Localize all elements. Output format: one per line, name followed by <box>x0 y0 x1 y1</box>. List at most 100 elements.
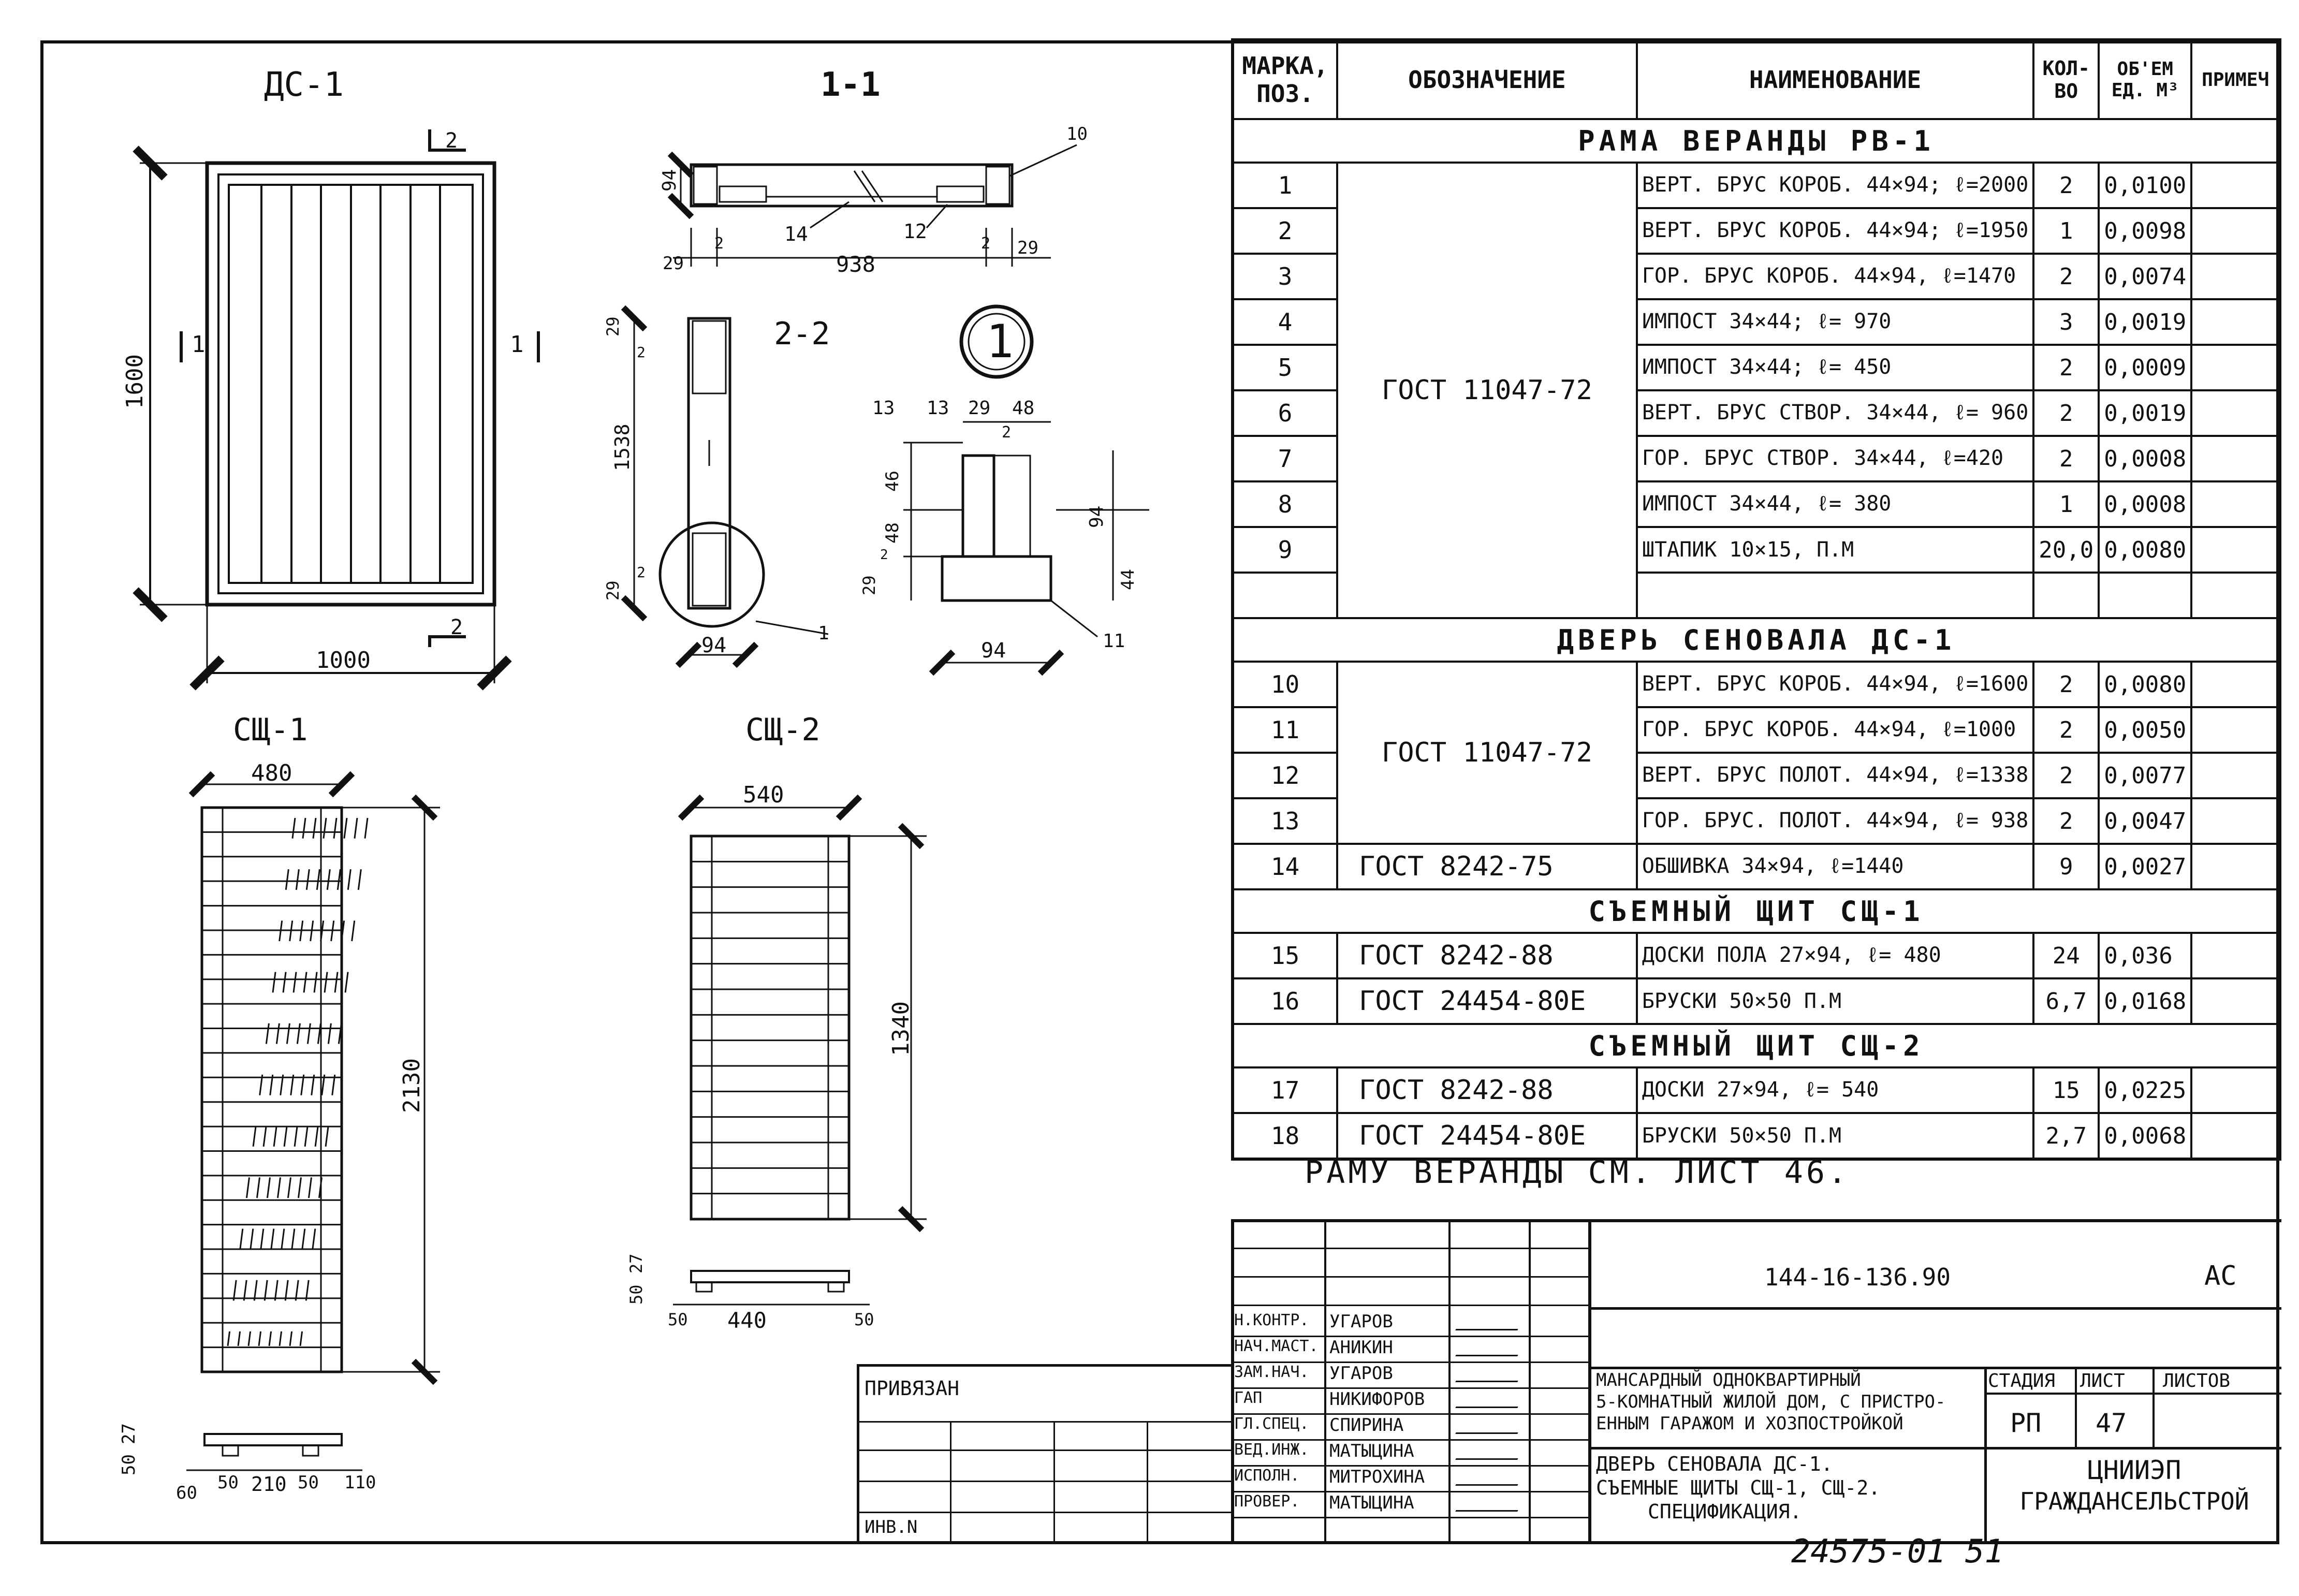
signature <box>1455 1471 1525 1486</box>
sch1-elevation <box>186 771 440 1471</box>
cell-note <box>2190 706 2281 754</box>
dim-s22-1538: 1538 <box>611 423 634 471</box>
cell-volume: 0,0168 <box>2098 977 2193 1025</box>
person-role: НАЧ.МАСТ. <box>1234 1337 1319 1355</box>
cell-name: ИМПОСТ 34×44; ℓ= 450 <box>1635 344 2035 391</box>
sch2-title: СЩ-2 <box>745 712 821 748</box>
dim-sch1-27: 27 <box>119 1423 139 1444</box>
cut-mark-1-right: 1 <box>510 331 524 358</box>
sheet-title-line: СПЕЦИФИКАЦИЯ. <box>1648 1500 1802 1523</box>
cell-pos: 5 <box>1231 344 1339 391</box>
sheet-title-line: СЪЕМНЫЕ ЩИТЫ СЩ-1, СЩ-2. <box>1596 1476 1881 1499</box>
label-pos-10: 10 <box>1066 124 1088 144</box>
label-pos-13a: 13 <box>872 398 895 419</box>
dim-sch2-440: 440 <box>727 1308 767 1333</box>
dim-sch2-540: 540 <box>743 782 784 808</box>
cell-designation: ГОСТ 8242-88 <box>1336 1066 1638 1114</box>
dim-d-2: 2 <box>1002 423 1011 442</box>
cell-pos: 12 <box>1231 752 1339 799</box>
cell-pos: 18 <box>1231 1112 1339 1160</box>
header-pos: МАРКА, ПОЗ. <box>1231 39 1339 120</box>
table-row <box>1231 572 2281 619</box>
dim-s22-29b: 29 <box>603 580 623 601</box>
cell-volume: 0,0050 <box>2098 706 2193 754</box>
dim-d-2b: 2 <box>880 547 888 563</box>
cell-note <box>2190 1112 2281 1160</box>
sheet-label: ЛИСТ <box>2080 1370 2125 1392</box>
cell-qty: 15 <box>2032 1066 2100 1114</box>
project-line: ЕННЫМ ГАРАЖОМ И ХОЗПОСТРОЙКОЙ <box>1596 1413 1903 1434</box>
cell-volume: 0,0068 <box>2098 1112 2193 1160</box>
sheet-title-line: ДВЕРЬ СЕНОВАЛА ДС-1. <box>1596 1453 1833 1475</box>
cell-volume: 0,0077 <box>2098 752 2193 799</box>
header-qty: КОЛ-ВО <box>2032 39 2100 120</box>
hatch-line <box>227 817 296 1346</box>
signature <box>1455 1419 1525 1434</box>
dim-sch1-110: 110 <box>344 1472 376 1493</box>
cell-volume: 0,0100 <box>2098 162 2193 209</box>
cell-pos: 16 <box>1231 977 1339 1025</box>
dim-sch2-27: 27 <box>626 1253 646 1273</box>
dim-d-94a: 94 <box>981 639 1006 663</box>
cell-volume: 0,0047 <box>2098 797 2193 845</box>
hatch-line <box>299 817 369 1346</box>
cell-note <box>2190 480 2281 528</box>
inventory-label: ИНВ.N <box>865 1517 918 1538</box>
cell-name: БРУСКИ 50×50 П.М <box>1635 977 2035 1025</box>
project-line: МАНСАРДНЫЙ ОДНОКВАРТИРНЫЙ <box>1596 1370 1861 1390</box>
person-role: ИСПОЛН. <box>1234 1467 1300 1485</box>
person-name: МИТРОХИНА <box>1329 1467 1425 1487</box>
binding-label: ПРИВЯЗАН <box>865 1377 960 1400</box>
person-name: УГАРОВ <box>1329 1311 1393 1332</box>
cell-volume: 0,0008 <box>2098 480 2193 528</box>
cell-name: ВЕРТ. БРУС КОРОБ. 44×94, ℓ=1600 <box>1635 661 2035 708</box>
cell-name: ГОР. БРУС СТВОР. 34×44, ℓ=420 <box>1635 435 2035 482</box>
cell-designation: ГОСТ 11047-72 <box>1336 661 1638 845</box>
person-name: СПИРИНА <box>1329 1415 1404 1436</box>
signature <box>1455 1445 1525 1460</box>
cell-name: ВЕРТ. БРУС КОРОБ. 44×94; ℓ=2000 <box>1635 162 2035 209</box>
cell-designation: ГОСТ 8242-75 <box>1336 843 1638 890</box>
cell-name: ДОСКИ ПОЛА 27×94, ℓ= 480 <box>1635 932 2035 979</box>
person-role: ПРОВЕР. <box>1234 1492 1300 1511</box>
cell-volume: 0,0074 <box>2098 253 2193 300</box>
hatch-line <box>289 817 358 1346</box>
stage-value: РП <box>2010 1408 2042 1438</box>
cell-name: БРУСКИ 50×50 П.М <box>1635 1112 2035 1160</box>
cell-volume: 0,0098 <box>2098 207 2193 255</box>
cell-qty: 2 <box>2032 435 2100 482</box>
person-name: МАТЫЦИНА <box>1329 1441 1414 1461</box>
org-line: ГРАЖДАНСЕЛЬСТРОЙ <box>2019 1487 2249 1515</box>
cell-designation: ГОСТ 24454-80Е <box>1336 977 1638 1025</box>
reference-note: РАМУ ВЕРАНДЫ СМ. ЛИСТ 46. <box>1305 1154 1850 1191</box>
label-pos-14: 14 <box>784 223 808 245</box>
sch2-elevation <box>673 794 927 1306</box>
cell-name: ИМПОСТ 34×44, ℓ= 380 <box>1635 480 2035 528</box>
cell-qty: 1 <box>2032 480 2100 528</box>
person-role: ЗАМ.НАЧ. <box>1234 1363 1309 1381</box>
cell-qty: 2 <box>2032 797 2100 845</box>
cell-volume: 0,0225 <box>2098 1066 2193 1114</box>
person-role: ВЕД.ИНЖ. <box>1234 1441 1309 1459</box>
header-note: ПРИМЕЧ <box>2190 39 2281 120</box>
dim-d-48a: 48 <box>1012 398 1034 419</box>
dim-s11-2b: 2 <box>981 235 990 253</box>
cell-pos: 11 <box>1231 706 1339 754</box>
label-pos-11: 11 <box>1103 631 1125 652</box>
cell-name: ГОР. БРУС КОРОБ. 44×94, ℓ=1470 <box>1635 253 2035 300</box>
section-1-1-title: 1-1 <box>821 66 881 104</box>
cell-designation: ГОСТ 8242-88 <box>1336 932 1638 979</box>
cell-pos: 15 <box>1231 932 1339 979</box>
cell-qty <box>2032 572 2100 619</box>
cell-note <box>2190 207 2281 255</box>
